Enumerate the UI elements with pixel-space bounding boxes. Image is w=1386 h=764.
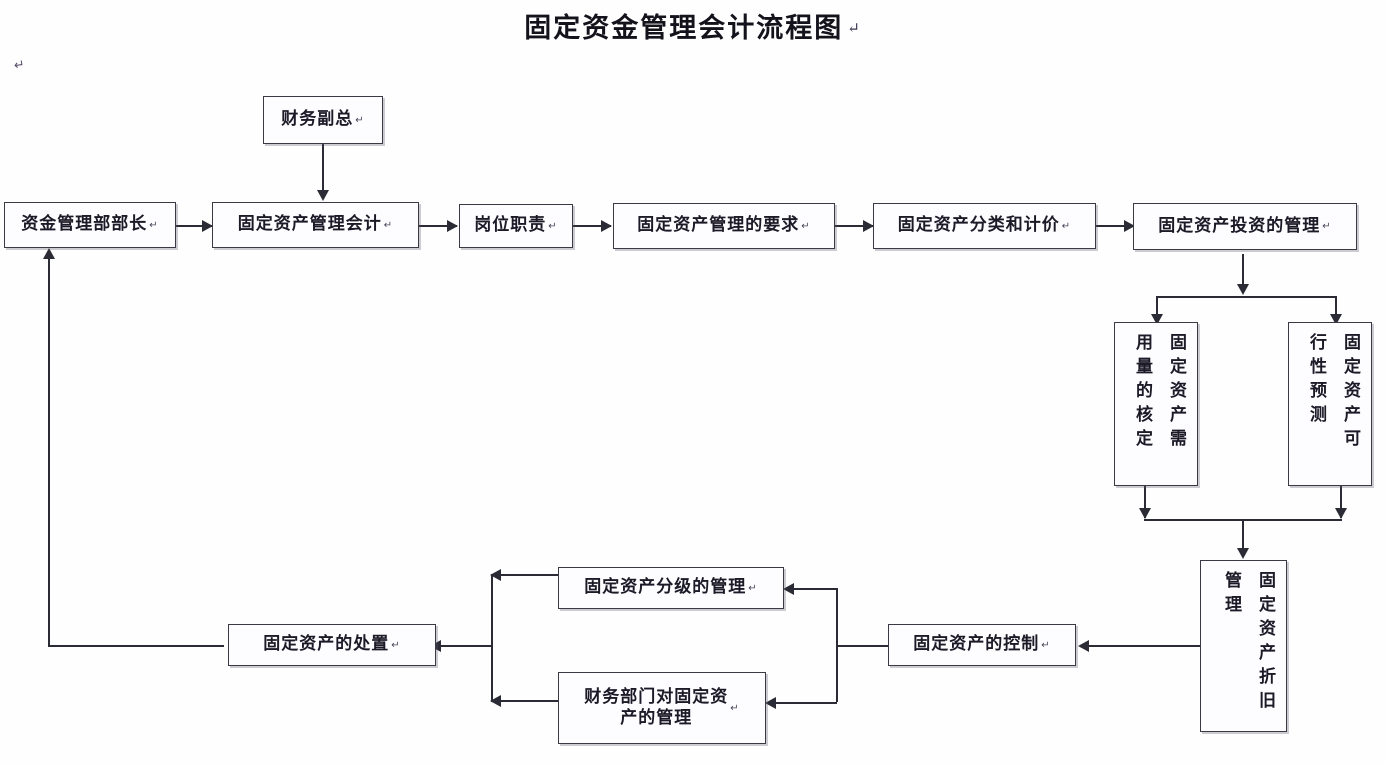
edge-financedept-out-arrow (490, 695, 501, 707)
node-asset-disposal-label: 固定资产的处置 (263, 634, 390, 655)
edge-investment-to-feasibility-arrow (1330, 314, 1342, 325)
edge-control-to-financedept-arrow (765, 697, 776, 709)
edge-depreciation-to-control-arrow (1078, 640, 1089, 652)
node-cfo-label: 财务副总 (281, 109, 354, 130)
edge-financedept-out-line (500, 700, 558, 702)
edge-accountant-to-duty-arrow (447, 220, 458, 232)
node-finance-dept-mgmt-label: 财务部门对固定资 产的管理 (584, 686, 729, 728)
node-asset-disposal-mark: ↵ (391, 639, 401, 651)
edge-cfo-to-accountant-arrow (317, 190, 329, 201)
edge-duty-to-requirement-arrow (601, 220, 612, 232)
node-feasibility-label: 固定资产可行性预测 (1306, 333, 1360, 453)
edge-investment-to-demand-line (1156, 296, 1158, 322)
edge-disposal-merge-bar (491, 574, 493, 702)
page-title-text: 固定资金管理会计流程图 (524, 13, 844, 44)
edge-control-branch-bar (836, 588, 838, 702)
node-investment-mgmt-label: 固定资产投资的管理 (1158, 215, 1321, 236)
node-mgmt-requirement-label: 固定资产管理的要求 (637, 215, 800, 236)
node-classify-value-label: 固定资产分类和计价 (897, 215, 1060, 236)
node-asset-control[interactable]: 固定资产的控制↵ (888, 624, 1076, 666)
edge-demand-down-arrow (1139, 508, 1151, 519)
node-asset-control-mark: ↵ (1041, 639, 1051, 651)
node-mgmt-requirement-mark: ↵ (801, 220, 811, 232)
node-fund-dept-head[interactable]: 资金管理部部长↵ (4, 202, 176, 248)
node-finance-dept-mgmt-mark: ↵ (730, 702, 740, 714)
node-job-duty[interactable]: 岗位职责↵ (459, 204, 573, 248)
edge-investment-split-stem-arrow (1237, 284, 1249, 295)
edge-investment-to-feasibility-line (1335, 296, 1337, 322)
node-fund-dept-head-label: 资金管理部部长 (21, 214, 148, 235)
edge-control-to-financedept-line (775, 702, 837, 704)
edge-control-branch-stem (836, 645, 888, 647)
edge-demand-down-line (1144, 486, 1146, 518)
edge-requirement-to-classify-line (835, 225, 873, 227)
node-tiered-mgmt-label: 固定资产分级的管理 (584, 577, 747, 598)
node-asset-control-label: 固定资产的控制 (913, 634, 1040, 655)
node-fixed-asset-accountant-mark: ↵ (383, 219, 394, 231)
node-job-duty-mark: ↵ (548, 220, 558, 232)
edge-merge-stem-to-depreciation (1242, 519, 1244, 555)
node-cfo-mark: ↵ (355, 114, 365, 126)
node-asset-disposal[interactable]: 固定资产的处置↵ (228, 624, 436, 666)
node-investment-mgmt-mark: ↵ (1322, 221, 1332, 232)
node-demand-approval-label: 固定资产需用量的核定 (1132, 333, 1186, 453)
node-depreciation-mgmt-label: 固定资产折旧管理 (1221, 571, 1275, 715)
node-mgmt-requirement[interactable]: 固定资产管理的要求↵ (613, 203, 835, 249)
node-fund-dept-head-mark: ↵ (149, 219, 159, 231)
node-classify-value-mark: ↵ (1061, 220, 1072, 232)
node-fixed-asset-accountant-label: 固定资产管理会计 (237, 214, 382, 235)
node-tiered-mgmt[interactable]: 固定资产分级的管理↵ (558, 567, 784, 609)
stray-paragraph-mark: ↵ (13, 57, 26, 74)
edge-depreciation-to-control-line (1083, 645, 1201, 647)
edge-control-to-tiered-line (793, 588, 837, 590)
edge-investment-to-demand-arrow (1151, 314, 1163, 325)
edge-duty-to-requirement-line (573, 225, 611, 227)
node-job-duty-label: 岗位职责 (474, 215, 547, 236)
edge-merge-to-depreciation-arrow (1237, 548, 1249, 559)
node-feasibility[interactable]: 固定资产可行性预测 (1288, 322, 1372, 486)
pilcrow-mark: ↵ (847, 19, 862, 37)
node-fixed-asset-accountant[interactable]: 固定资产管理会计↵ (212, 202, 419, 248)
edge-disposal-to-head-arrow (43, 248, 55, 259)
edge-investment-split-bar (1156, 296, 1336, 298)
edge-cfo-to-accountant-line (322, 144, 324, 196)
edge-investment-split-stem (1242, 254, 1244, 290)
edge-requirement-to-classify-arrow (863, 220, 874, 232)
edge-control-to-tiered-arrow (783, 583, 794, 595)
node-classify-value[interactable]: 固定资产分类和计价↵ (873, 203, 1096, 249)
edge-disposal-loop-v (48, 256, 50, 646)
page-title: 固定资金管理会计流程图↵ (0, 6, 1386, 45)
edge-feasibility-down-arrow (1335, 508, 1347, 519)
edge-disposal-loop-h (48, 645, 224, 647)
edge-classify-to-investment-line (1096, 225, 1134, 227)
node-investment-mgmt[interactable]: 固定资产投资的管理↵ (1133, 203, 1357, 250)
edge-tiered-out-line (500, 574, 558, 576)
edge-tiered-out-arrow (490, 569, 501, 581)
node-tiered-mgmt-mark: ↵ (748, 582, 758, 594)
edge-feasibility-down-line (1340, 486, 1342, 518)
edge-accountant-to-duty-line (419, 225, 457, 227)
edge-disposal-merge-stem (440, 645, 492, 647)
edge-head-to-accountant-arrow (202, 220, 213, 232)
node-cfo[interactable]: 财务副总↵ (263, 96, 383, 144)
node-depreciation-mgmt[interactable]: 固定资产折旧管理 (1200, 560, 1287, 732)
node-demand-approval[interactable]: 固定资产需用量的核定 (1114, 322, 1198, 486)
edge-head-to-accountant-line (176, 225, 212, 227)
edge-classify-to-investment-arrow (1124, 220, 1135, 232)
node-finance-dept-mgmt[interactable]: 财务部门对固定资 产的管理↵ (558, 672, 766, 744)
